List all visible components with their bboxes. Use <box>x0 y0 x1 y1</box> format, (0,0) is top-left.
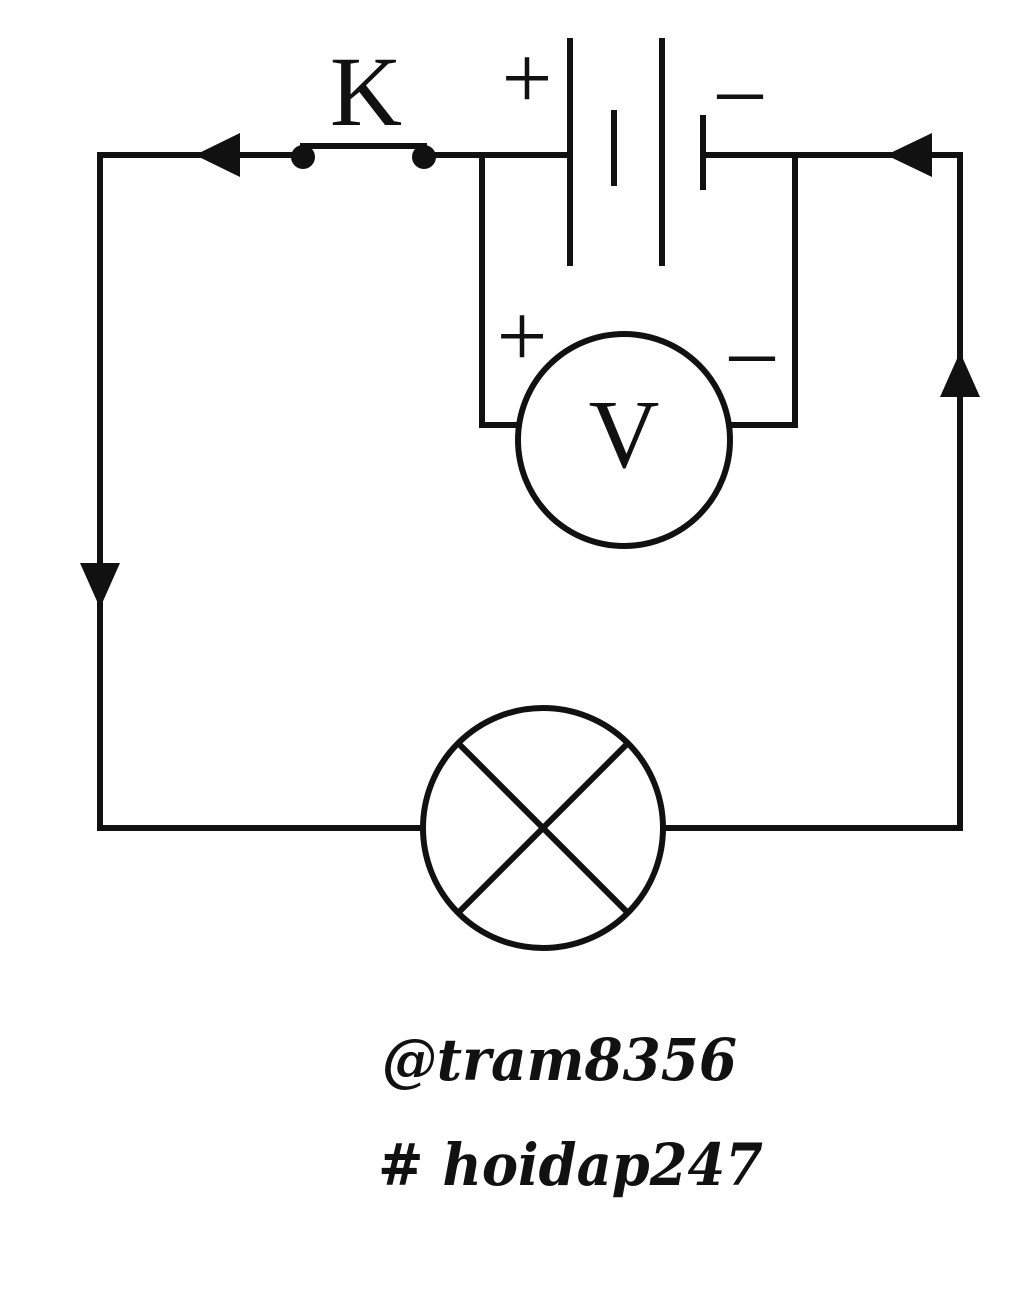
watermark: @tram8356 # hoidap247 <box>378 1026 763 1199</box>
battery: + – <box>502 29 764 266</box>
battery-positive-label: + <box>502 29 553 128</box>
wire-voltmeter-left <box>479 152 521 428</box>
watermark-line-1: @tram8356 <box>382 1026 737 1094</box>
current-arrows <box>80 133 980 608</box>
wire-voltmeter-right <box>730 152 798 428</box>
switch-terminal-right <box>412 145 436 169</box>
switch-k: K <box>291 36 436 169</box>
voltmeter: V + – <box>497 287 776 549</box>
arrow-right-up-icon <box>940 352 980 397</box>
switch-terminal-left <box>291 145 315 169</box>
arrow-top-right-icon <box>886 133 932 177</box>
voltmeter-circle <box>515 331 733 549</box>
arrow-top-left-icon <box>195 133 240 177</box>
voltmeter-label: V <box>589 381 660 489</box>
lamp-cross-2 <box>455 740 631 916</box>
watermark-line-2: # hoidap247 <box>378 1131 763 1199</box>
battery-negative-label: – <box>717 39 764 138</box>
voltmeter-negative-label: – <box>729 301 776 400</box>
lamp <box>420 705 666 951</box>
arrow-left-down-icon <box>80 563 120 608</box>
voltmeter-positive-label: + <box>497 287 548 386</box>
switch-label: K <box>330 36 402 147</box>
